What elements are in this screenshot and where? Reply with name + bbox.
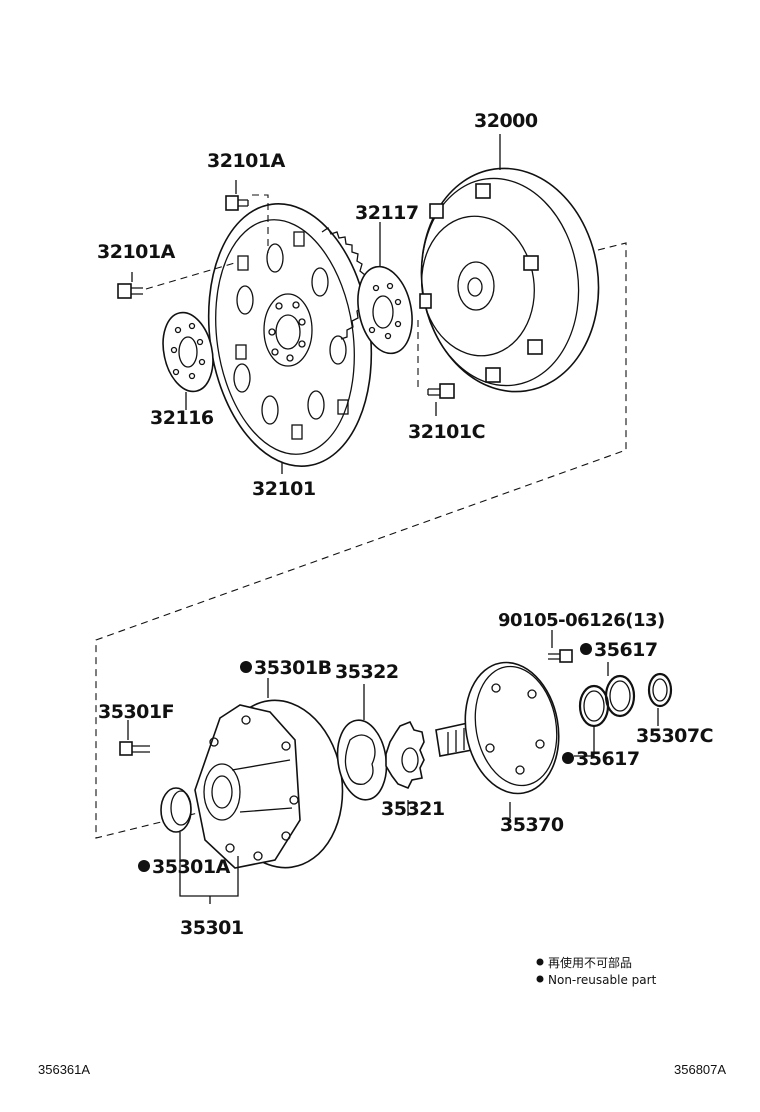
label-32000: 32000 xyxy=(474,110,538,132)
footer-left-code: 356361A xyxy=(38,1062,90,1077)
bolt-32101a-top xyxy=(225,195,249,211)
non-reusable-dot-35301b xyxy=(240,661,252,673)
label-32101a-left: 32101A xyxy=(97,241,176,263)
legend-en: Non-reusable part xyxy=(548,973,657,987)
torque-converter xyxy=(419,167,600,393)
drive-plate xyxy=(207,203,373,467)
label-35322: 35322 xyxy=(335,661,399,683)
label-35301a: 35301A xyxy=(152,856,231,878)
non-reusable-dot-35617-top xyxy=(580,643,592,655)
label-32116: 32116 xyxy=(150,407,214,429)
label-35321: 35321 xyxy=(381,798,445,820)
label-35370: 35370 xyxy=(500,814,564,836)
label-32117: 32117 xyxy=(355,202,419,224)
label-90105: 90105-06126(13) xyxy=(498,610,665,631)
legend-dot-jp xyxy=(536,958,544,966)
oil-pump-body xyxy=(194,699,344,869)
label-35617-mid: 35617 xyxy=(576,748,640,770)
label-32101a-top: 32101A xyxy=(207,150,286,172)
bolt-32101c xyxy=(427,383,455,399)
footer-right-code: 356807A xyxy=(674,1062,726,1077)
legend-dot-en xyxy=(536,975,544,983)
legend-jp: 再使用不可部品 xyxy=(548,955,632,970)
bolt-35301f xyxy=(119,741,150,756)
non-reusable-dot-35617-mid xyxy=(562,752,574,764)
label-35307c: 35307C xyxy=(636,725,713,747)
label-32101: 32101 xyxy=(252,478,316,500)
drive-gear xyxy=(385,720,425,790)
spacer-plate xyxy=(162,311,214,393)
stator-shaft xyxy=(435,661,560,795)
shim-plate xyxy=(357,265,413,355)
bolt-32101a-left xyxy=(117,283,143,299)
seal-ring-outer xyxy=(604,674,636,718)
oil-seal xyxy=(160,787,192,833)
seal-ring-inner xyxy=(578,684,610,728)
label-32101c: 32101C xyxy=(408,421,485,443)
non-reusable-dot-35301a xyxy=(138,860,150,872)
label-35301b: 35301B xyxy=(254,657,332,679)
driven-gear xyxy=(336,719,388,801)
label-35617-top: 35617 xyxy=(594,639,658,661)
label-35301f: 35301F xyxy=(98,701,174,723)
bolt-90105 xyxy=(548,649,573,663)
label-35301: 35301 xyxy=(180,917,244,939)
o-ring xyxy=(647,672,673,708)
